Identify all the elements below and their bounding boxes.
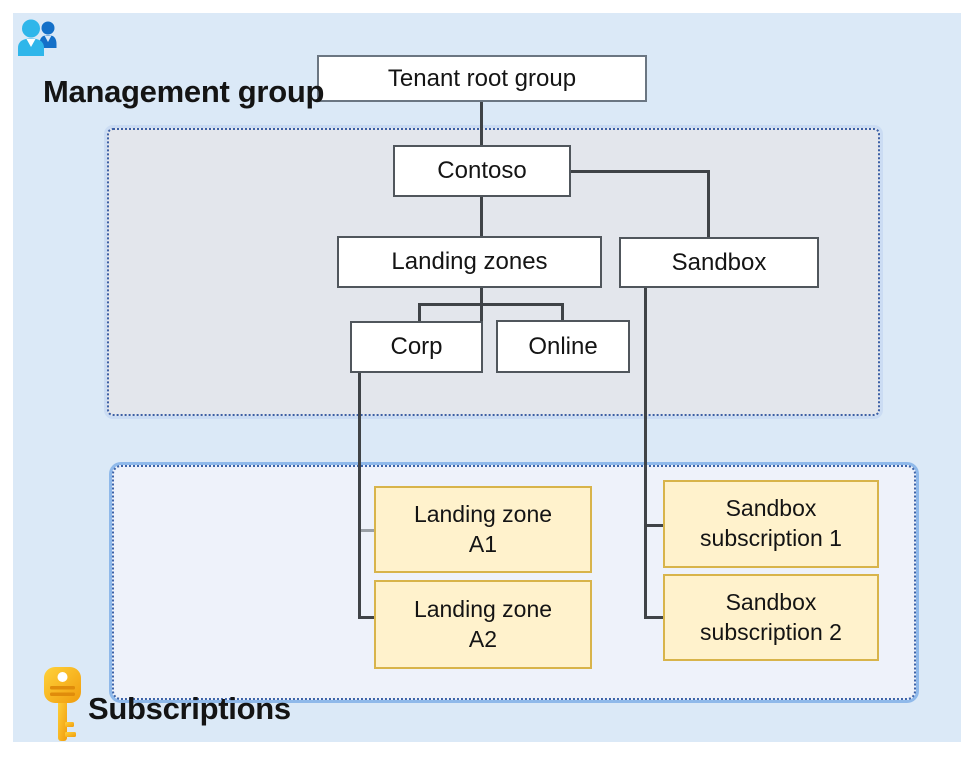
node-online: Online	[496, 320, 630, 373]
subscription-label-line2: A1	[468, 530, 498, 557]
connector-contoso-landingzones	[480, 196, 483, 237]
connector-drop-online	[561, 303, 564, 321]
connector-contoso-sandbox-v	[707, 170, 710, 238]
node-label: Corp	[390, 333, 443, 361]
people-icon	[14, 17, 64, 61]
subscription-box-landing-zone-a2: Landing zone A2	[374, 580, 592, 669]
subscriptions-heading: Subscriptions	[88, 691, 291, 726]
node-contoso: Contoso	[393, 145, 571, 197]
key-icon	[42, 666, 84, 744]
subscription-label-line1: Landing zone	[413, 500, 553, 527]
subscription-box-sandbox-2: Sandbox subscription 2	[663, 574, 879, 661]
connector-elbow-a2	[358, 616, 375, 619]
subscription-box-sandbox-1: Sandbox subscription 1	[663, 480, 879, 568]
subscription-label-line1: Landing zone	[413, 595, 553, 622]
node-landing-zones: Landing zones	[337, 236, 602, 288]
node-label: Tenant root group	[387, 64, 577, 92]
node-label: Landing zones	[391, 248, 548, 276]
connector-tick-sub1	[647, 524, 664, 527]
connector-sandbox-down	[644, 287, 647, 619]
management-group-heading: Management group	[43, 74, 325, 109]
connector-tenant-contoso	[480, 102, 483, 147]
connector-contoso-sandbox-h	[571, 170, 710, 173]
subscription-label-line2: A2	[468, 625, 498, 652]
connector-corp-down	[358, 372, 361, 619]
connector-drop-corp	[418, 303, 421, 322]
connector-elbow-sub2	[644, 616, 664, 619]
subscription-label-line2: subscription 1	[700, 525, 842, 551]
node-sandbox: Sandbox	[619, 237, 819, 288]
subscription-label-line2: subscription 2	[700, 618, 842, 645]
connector-children-tbar	[418, 303, 564, 306]
subscription-box-landing-zone-a1: Landing zone A1	[374, 486, 592, 573]
node-tenant-root-group: Tenant root group	[317, 55, 647, 102]
subscription-label-line1: Sandbox	[725, 588, 817, 615]
node-corp: Corp	[350, 321, 483, 373]
diagram-canvas: Tenant root group Contoso Landing zones …	[13, 13, 961, 742]
node-label: Contoso	[437, 157, 527, 185]
connector-tick-a1	[361, 529, 375, 532]
subscription-label-line1: Sandbox	[725, 495, 817, 522]
node-label: Online	[528, 332, 598, 360]
node-label: Sandbox	[671, 248, 767, 276]
